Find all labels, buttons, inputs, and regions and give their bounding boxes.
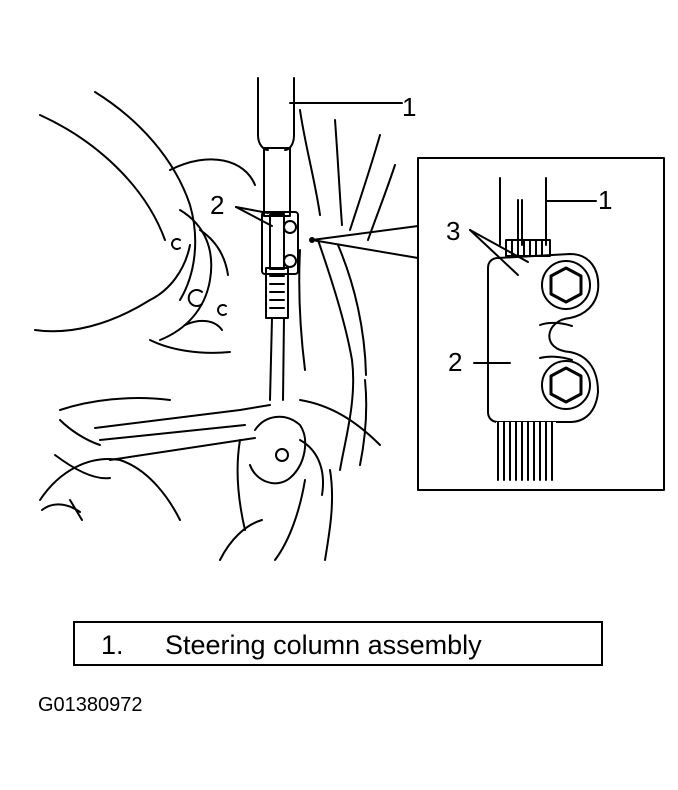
inset-detail [469, 177, 600, 481]
clip-icons [171, 238, 227, 316]
callout-inset-bolts: 3 [446, 216, 461, 246]
universal-joint-clamp [261, 211, 299, 275]
steering-shaft [257, 77, 295, 401]
legend-item-number: 1. [101, 630, 124, 660]
callout-main-joint: 2 [210, 190, 225, 220]
callout-inset-column: 1 [598, 185, 613, 215]
leader-main-2 [235, 206, 273, 227]
detail-inset-frame [417, 157, 665, 491]
legend-box: 1. Steering column assembly [73, 621, 603, 666]
inset-pointer [309, 225, 419, 259]
callout-main-column: 1 [402, 92, 417, 122]
leader-main-2b [235, 206, 269, 214]
figure-id: G01380972 [38, 694, 143, 716]
steering-column-illustration [34, 77, 665, 561]
callout-inset-joint: 2 [448, 347, 463, 377]
dashboard-contours [34, 91, 396, 521]
legend-item-text: Steering column assembly [165, 630, 482, 660]
hands-and-wrench [41, 399, 381, 561]
